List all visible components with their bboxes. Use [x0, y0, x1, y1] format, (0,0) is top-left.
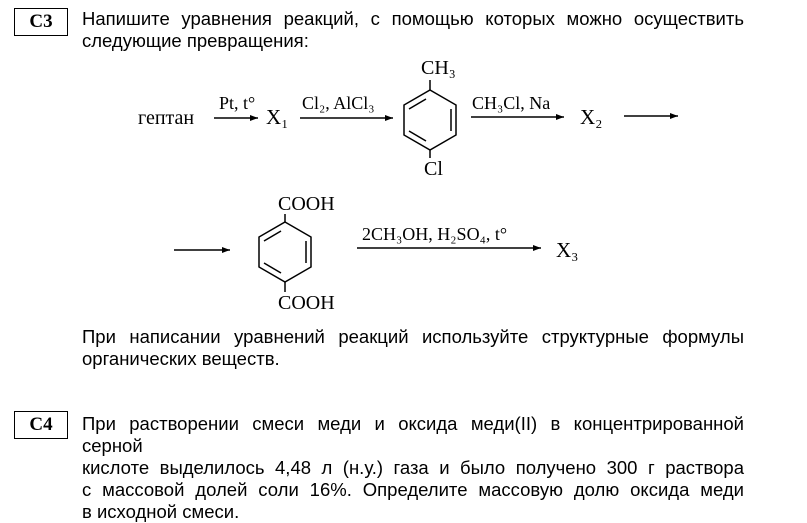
mol1-bottom-substituent: Cl [424, 158, 443, 180]
benzene-ring-1 [403, 80, 457, 158]
mol2-top-substituent: COOH [278, 193, 335, 215]
problem-c3-note: При написании уравнений реакций использу… [82, 326, 744, 370]
step4-condition: 2CH₃OH, H₂SO₄, t° [362, 224, 507, 244]
start-compound: гептан [138, 107, 194, 129]
note-line: органических веществ. [82, 348, 280, 369]
step3-condition: CH₃Cl, Na [472, 93, 550, 113]
task-line: При растворении смеси меди и оксида меди… [82, 413, 744, 456]
x2-label: X₂ [580, 105, 603, 129]
task-line: следующие превращения: [82, 30, 309, 51]
mol1-top-substituent: CH₃ [421, 57, 456, 79]
task-line: в исходной смеси. [82, 501, 240, 522]
x1-label: X₁ [266, 105, 289, 129]
step2-condition: Cl₂, AlCl₃ [302, 93, 375, 113]
step1-condition: Pt, t° [219, 93, 255, 113]
x3-label: X₃ [556, 238, 579, 262]
task-line: с массовой долей соли 16%. Определите ма… [82, 479, 744, 500]
benzene-ring-2 [258, 214, 312, 292]
problem-c4-task: При растворении смеси меди и оксида меди… [82, 413, 744, 523]
problem-label-c4: C4 [14, 411, 68, 439]
mol2-bottom-substituent: COOH [278, 292, 335, 314]
problem-c3-task: Напишите уравнения реакций, с помощью ко… [82, 8, 744, 52]
task-line: Напишите уравнения реакций, с помощью ко… [82, 8, 744, 29]
task-line: кислоте выделилось 4,48 л (н.у.) газа и … [82, 457, 744, 478]
problem-label-c3: C3 [14, 8, 68, 36]
note-line: При написании уравнений реакций использу… [82, 326, 744, 347]
